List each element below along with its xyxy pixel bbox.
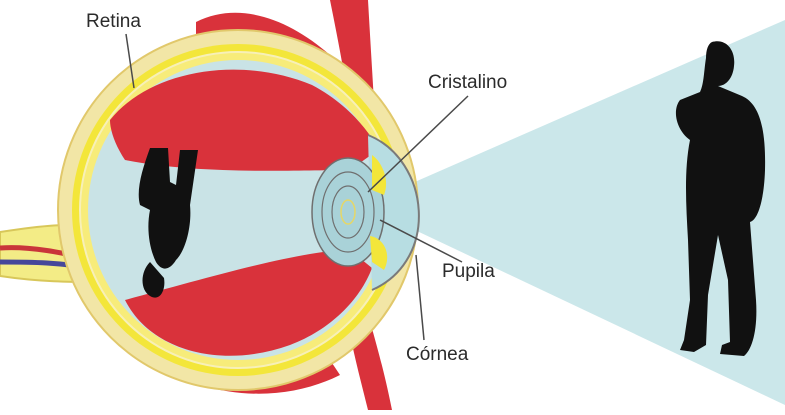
cristalino-label: Cristalino [428,73,507,92]
cornea-leader-line [416,255,424,340]
pupila-label: Pupila [442,262,495,281]
cornea-label: Córnea [406,345,468,364]
retina-label: Retina [86,12,141,31]
